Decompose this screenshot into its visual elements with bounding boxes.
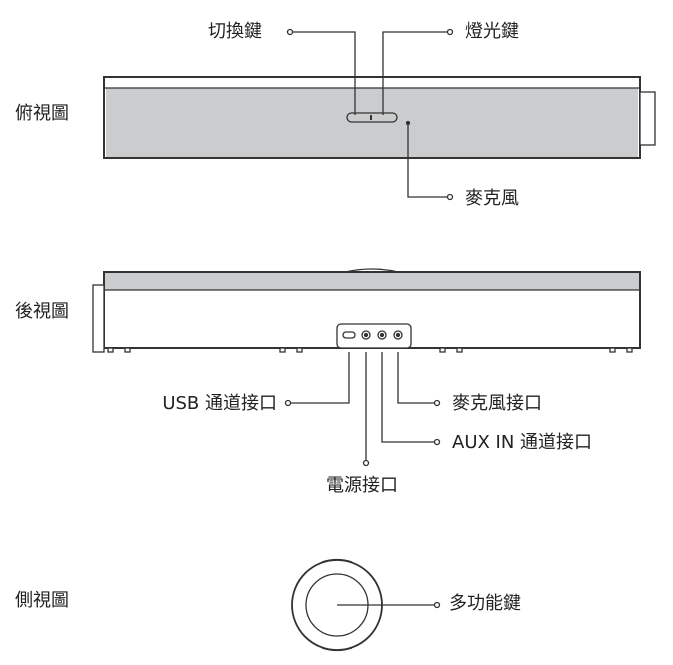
power-port xyxy=(361,330,371,340)
multi-key-label: 多功能鍵 xyxy=(449,593,521,614)
port-panel xyxy=(336,323,412,349)
rear-callout-lines xyxy=(284,352,441,467)
mic-port-label: 麥克風接口 xyxy=(452,393,542,414)
power-port-label: 電源接口 xyxy=(326,475,398,496)
aux-port xyxy=(377,330,387,340)
mic-port xyxy=(393,330,403,340)
top-callout-lines xyxy=(286,28,454,201)
rear-view-soundbar xyxy=(92,268,641,353)
light-key-label: 燈光鍵 xyxy=(465,21,519,42)
usb-port-label: USB 通道接口 xyxy=(162,393,277,414)
switch-key-label: 切換鍵 xyxy=(208,21,262,42)
rear-view-label: 後視圖 xyxy=(15,301,69,322)
side-view-label: 側視圖 xyxy=(15,590,69,611)
top-view-label: 俯視圖 xyxy=(15,103,69,124)
top-view-soundbar xyxy=(103,76,656,159)
aux-port-label: AUX IN 通道接口 xyxy=(452,432,593,453)
side-view-speaker xyxy=(291,558,441,652)
usb-port xyxy=(342,331,356,339)
microphone-label: 麥克風 xyxy=(465,188,519,209)
